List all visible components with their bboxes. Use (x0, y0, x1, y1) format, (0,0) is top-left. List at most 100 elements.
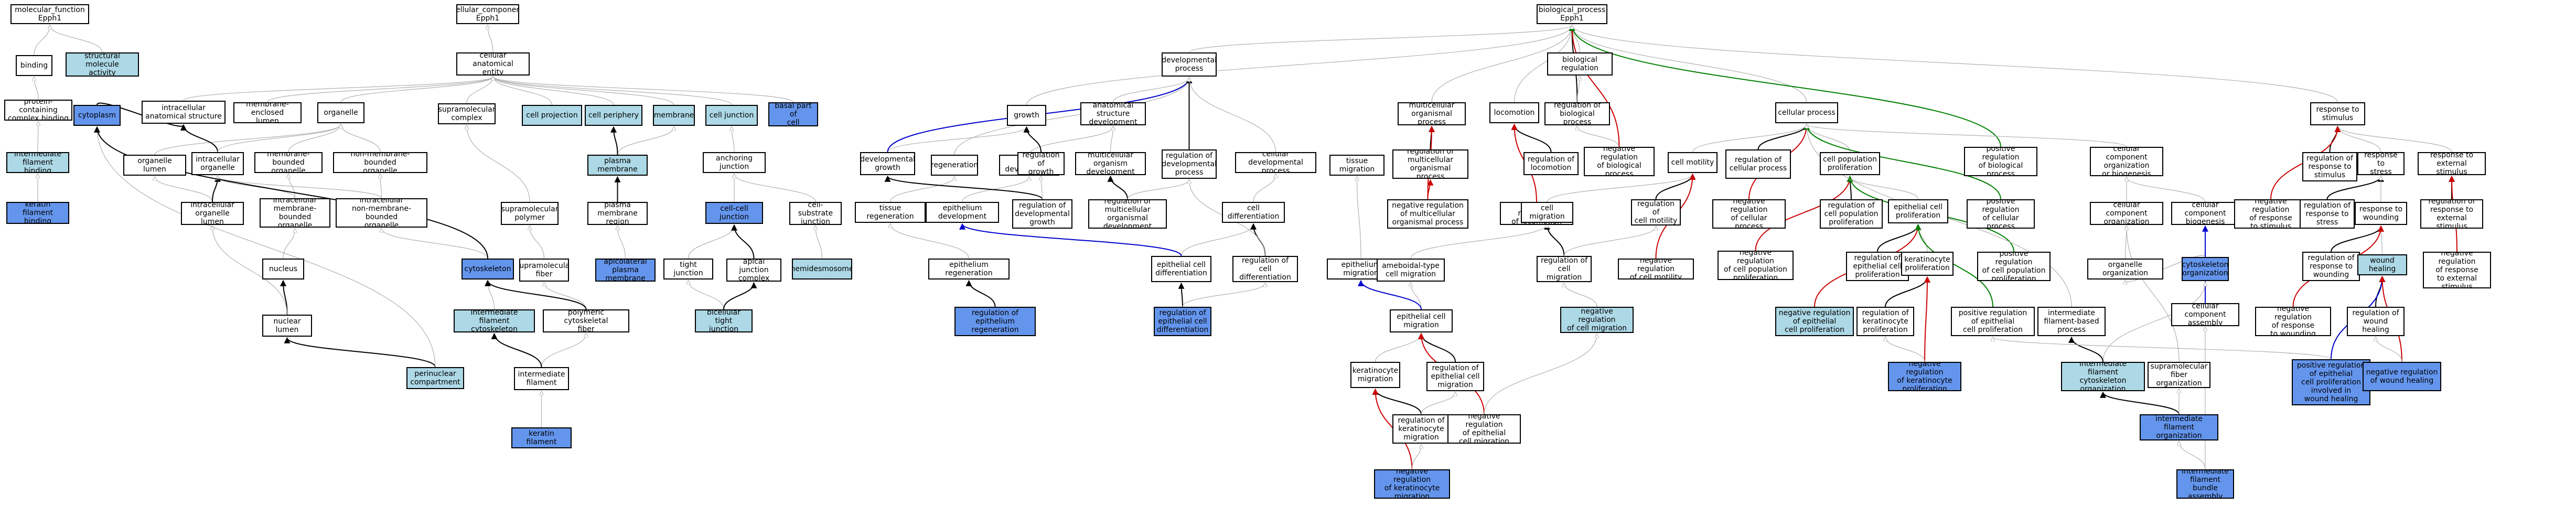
term-node-cellpop[interactable]: cell population proliferation (1820, 152, 1880, 175)
term-node-bpoc[interactable]: basal part of cell (768, 102, 818, 126)
term-node-kfb[interactable]: keratin filament binding (6, 202, 69, 224)
term-node-rorstress[interactable]: regulation of response to stress (2300, 199, 2355, 229)
term-node-cc[interactable]: cellular_component Epph1 (456, 4, 519, 24)
term-node-bp[interactable]: biological_process Epph1 (1537, 4, 1607, 24)
term-node-supcomplex[interactable]: supramolecular complex (438, 103, 496, 124)
term-node-mel[interactable]: membrane-enclosed lumen (233, 102, 302, 123)
term-node-ifo[interactable]: intermediate filament organization (2140, 414, 2218, 440)
term-node-organellelumen[interactable]: organelle lumen (123, 155, 186, 176)
term-node-episcelldiff[interactable]: epithelial cell differentiation (1151, 256, 1211, 282)
term-node-devgrowth[interactable]: developmental growth (860, 152, 915, 175)
term-node-cellproc[interactable]: cellular process (1775, 102, 1838, 123)
term-node-cdp[interactable]: cellular developmental process (1235, 152, 1316, 173)
term-node-smact[interactable]: structural molecule activity (66, 52, 139, 77)
term-node-cytoplasm[interactable]: cytoplasm (73, 105, 121, 126)
term-node-roer[interactable]: regulation of epithelium regeneration (954, 307, 1036, 336)
term-node-cco[interactable]: cellular component organization (2090, 202, 2163, 225)
term-node-nrocm[interactable]: negative regulation of cell motility (1618, 259, 1694, 280)
term-node-rtstress[interactable]: response to stress (2357, 152, 2405, 175)
term-node-tissueregen[interactable]: tissue regeneration (855, 202, 926, 223)
term-node-cae[interactable]: cellular anatomical entity (456, 52, 530, 76)
term-node-cytoorg[interactable]: cytoskeleton organization (2182, 257, 2229, 281)
term-node-kerfil[interactable]: keratin filament (511, 427, 572, 448)
term-node-ifba[interactable]: intermediate filament bundle assembly (2176, 469, 2234, 499)
term-node-roecp[interactable]: regulation of epithelial cell proliferat… (1846, 252, 1909, 281)
term-node-nrortes[interactable]: negative regulation of response to exter… (2423, 252, 2491, 288)
term-node-nucleus[interactable]: nucleus (262, 259, 304, 280)
term-node-kerprolif[interactable]: keratinocyte proliferation (1901, 252, 1954, 276)
term-node-tissuemig[interactable]: tissue migration (1329, 155, 1384, 176)
term-node-rocp[interactable]: regulation of cellular process (1725, 149, 1791, 179)
term-node-mcod[interactable]: multicellular organism development (1075, 152, 1146, 175)
term-node-ccb[interactable]: cellular component biogenesis (2171, 202, 2239, 225)
term-node-nromop[interactable]: negative regulation of multicellular org… (1387, 199, 1468, 229)
term-node-nrobp[interactable]: negative regulation of biological proces… (1584, 147, 1655, 176)
term-node-rocmig[interactable]: regulation of cell migration (1537, 256, 1592, 282)
term-node-nrowh[interactable]: negative regulation of wound healing (2363, 362, 2441, 391)
term-node-pcb[interactable]: protein-containing complex binding (4, 100, 72, 121)
term-node-rodg[interactable]: regulation of developmental growth (1012, 199, 1072, 229)
term-node-rokm[interactable]: regulation of keratinocyte migration (1392, 414, 1450, 444)
term-node-imbo[interactable]: intracellular membrane-bounded organelle (260, 198, 330, 228)
term-node-nmbo[interactable]: non-membrane-bounded organelle (333, 152, 427, 173)
term-node-celljunction[interactable]: cell junction (705, 105, 758, 126)
term-node-cproj[interactable]: cell projection (522, 105, 582, 126)
term-node-rokp[interactable]: regulation of keratinocyte proliferation (1856, 307, 1914, 336)
term-node-romod[interactable]: regulation of multicellular organismal d… (1088, 199, 1167, 229)
term-node-ifb[interactable]: intermediate filament binding (6, 152, 69, 173)
term-node-epiregen[interactable]: epithelium regeneration (928, 259, 1010, 280)
term-node-devproc[interactable]: developmental process (1162, 52, 1217, 77)
term-node-cellmig[interactable]: cell migration (1521, 202, 1573, 223)
term-node-roecm[interactable]: regulation of epithelial cell migration (1426, 362, 1484, 391)
term-node-cperiph[interactable]: cell periphery (585, 105, 642, 126)
term-node-nrokm[interactable]: negative regulation of keratinocyte migr… (1374, 469, 1450, 499)
term-node-csjunc[interactable]: cell-substrate junction (789, 202, 842, 225)
term-node-epidev[interactable]: epithelium development (926, 202, 999, 223)
term-node-rodp[interactable]: regulation of developmental process (1162, 149, 1217, 179)
term-node-inmbo[interactable]: intracellular non-membrane-bounded organ… (336, 198, 427, 228)
term-node-locomotion[interactable]: locomotion (1489, 102, 1539, 123)
term-node-tightjunc[interactable]: tight junction (663, 259, 713, 280)
term-node-rocd[interactable]: regulation of cell differentiation (1232, 256, 1298, 282)
term-node-anchjunc[interactable]: anchoring junction (703, 152, 766, 173)
term-node-poroecpwh[interactable]: positive regulation of epithelial cell p… (2292, 359, 2370, 405)
term-node-orgorg[interactable]: organelle organization (2087, 259, 2163, 280)
term-node-iol[interactable]: intracellular organelle lumen (181, 202, 244, 225)
term-node-rts[interactable]: response to stimulus (2310, 102, 2365, 125)
term-node-rortw[interactable]: regulation of response to wounding (2302, 252, 2360, 281)
term-node-growth[interactable]: growth (1007, 105, 1046, 126)
term-node-suppolymer[interactable]: supramolecular polymer (501, 202, 559, 225)
term-node-supfiber[interactable]: supramolecular fiber (519, 259, 569, 282)
term-node-rocpp[interactable]: regulation of cell population proliferat… (1820, 199, 1883, 229)
term-node-nrortw[interactable]: negative regulation of response to wound… (2255, 307, 2331, 336)
term-node-rtw[interactable]: response to wounding (2355, 202, 2407, 225)
term-node-robp[interactable]: regulation of biological process (1544, 102, 1610, 125)
term-node-nrocpp[interactable]: negative regulation of cell population p… (1718, 251, 1794, 280)
term-node-celldiff[interactable]: cell differentiation (1222, 202, 1285, 223)
term-node-ifco[interactable]: intermediate filament cytoskeleton organ… (2061, 362, 2145, 391)
term-node-roloco[interactable]: regulation of locomotion (1523, 152, 1579, 175)
term-node-ccjunc[interactable]: cell-cell junction (705, 202, 763, 224)
term-node-nrokp[interactable]: negative regulation of keratinocyte prol… (1888, 362, 1961, 391)
term-node-kermig[interactable]: keratinocyte migration (1350, 362, 1400, 388)
term-node-epicellprolif[interactable]: epithelial cell proliferation (1888, 199, 1948, 223)
term-node-rowh[interactable]: regulation of wound healing (2347, 307, 2405, 336)
term-node-biolreg[interactable]: biological regulation (1547, 52, 1613, 76)
term-node-btj[interactable]: bicellular tight junction (695, 309, 753, 332)
term-node-poroecp[interactable]: positive regulation of epithelial cell p… (1951, 307, 2035, 336)
term-node-hemides[interactable]: hemidesmosome (792, 259, 852, 280)
term-node-cytoskeleton[interactable]: cytoskeleton (461, 259, 514, 280)
term-node-ajc[interactable]: apical junction complex (726, 259, 781, 282)
term-node-rocm[interactable]: regulation of cell motility (1631, 199, 1681, 225)
term-node-iorganelle[interactable]: intracellular organelle (191, 152, 244, 175)
term-node-pcf[interactable]: polymeric cytoskeletal fiber (543, 309, 629, 332)
term-node-organelle[interactable]: organelle (317, 102, 364, 123)
term-node-regofgrowth[interactable]: regulation of growth (1017, 152, 1065, 175)
term-node-nroecp[interactable]: negative regulation of epithelial cell p… (1775, 307, 1854, 336)
term-node-plasmamem[interactable]: plasma membrane (587, 155, 648, 176)
term-node-rortes[interactable]: regulation of response to external stimu… (2420, 199, 2483, 229)
term-node-asd[interactable]: anatomical structure development (1080, 102, 1146, 125)
term-node-nrorts[interactable]: negative regulation of response to stimu… (2234, 199, 2307, 229)
term-node-apm[interactable]: apicolateral plasma membrane (595, 259, 656, 282)
term-node-romop[interactable]: regulation of multicellular organismal p… (1392, 149, 1468, 179)
